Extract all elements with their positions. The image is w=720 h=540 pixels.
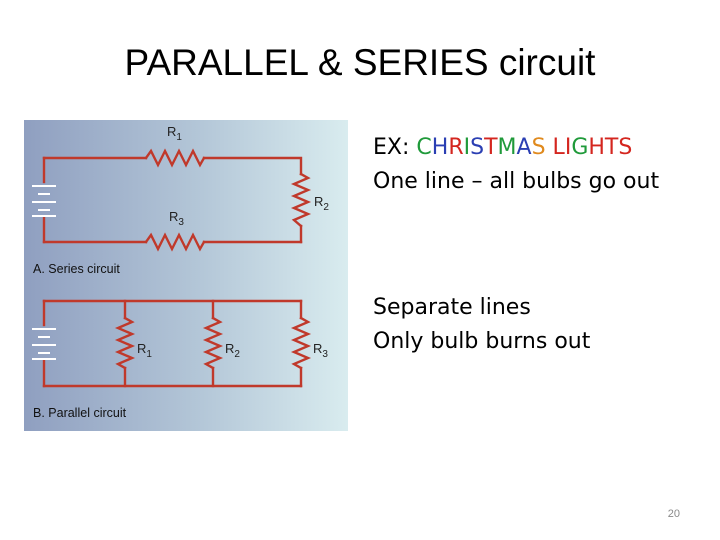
series-battery: [32, 185, 56, 217]
colored-letter: [546, 135, 553, 160]
colored-letter: I: [564, 135, 572, 160]
parallel-example-text: Separate lines Only bulb burns out: [373, 291, 590, 359]
series-r1-label: R1: [167, 124, 182, 143]
colored-letter: S: [531, 135, 546, 160]
parallel-note-1: Separate lines: [373, 295, 531, 320]
parallel-note-2: Only bulb burns out: [373, 329, 591, 354]
colored-letter: S: [618, 135, 633, 160]
parallel-caption: B. Parallel circuit: [33, 406, 127, 420]
colored-letter: T: [484, 135, 498, 160]
example-prefix: EX:: [373, 135, 417, 160]
colored-letter: H: [431, 135, 449, 160]
series-caption: A. Series circuit: [33, 262, 120, 276]
series-resistor-r2: [290, 172, 312, 228]
circuit-diagram: R1 R2 R3 A. Series circuit: [24, 120, 348, 431]
colored-letter: H: [588, 135, 605, 160]
series-resistor-r3: [144, 232, 206, 252]
diagram-background: [24, 120, 348, 431]
parallel-circuit-wires: [42, 299, 312, 388]
example-line: EX: CHRISTMAS LIGHTS: [373, 131, 659, 165]
series-example-text: EX: CHRISTMAS LIGHTS One line – all bulb…: [373, 131, 659, 199]
colored-letter: C: [416, 135, 432, 160]
parallel-resistor-r1: [114, 316, 136, 370]
page-number: 20: [667, 508, 680, 520]
colored-letter: M: [497, 135, 517, 160]
parallel-battery: [32, 328, 56, 360]
parallel-r3-label: R3: [313, 341, 328, 360]
series-circuit-wires: [42, 148, 312, 252]
christmas-lights-word: CHRISTMAS LIGHTS: [416, 135, 632, 160]
parallel-r1-label: R1: [137, 341, 152, 360]
colored-letter: R: [448, 135, 464, 160]
parallel-r2-label: R2: [225, 341, 240, 360]
parallel-resistor-r3: [290, 316, 312, 370]
series-note: One line – all bulbs go out: [373, 169, 660, 194]
colored-letter: S: [470, 135, 485, 160]
parallel-resistor-r2: [202, 316, 224, 370]
series-resistor-r1: [144, 148, 206, 168]
colored-letter: G: [571, 135, 589, 160]
slide-title: PARALLEL & SERIES circuit: [124, 42, 596, 83]
colored-letter: A: [516, 135, 532, 160]
colored-letter: I: [463, 135, 471, 160]
series-r2-label: R2: [314, 194, 329, 213]
colored-letter: L: [552, 135, 565, 160]
colored-letter: T: [604, 135, 619, 160]
series-r3-label: R3: [169, 209, 184, 228]
